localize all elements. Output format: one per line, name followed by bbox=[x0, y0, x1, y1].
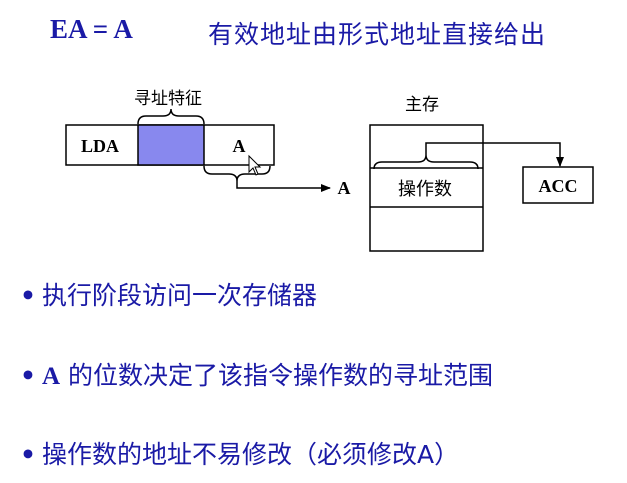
bullet-text: 的位数决定了该指令操作数的寻址范围 bbox=[60, 361, 494, 390]
main-memory-title: 主存 bbox=[405, 95, 439, 115]
bullet-dot: • bbox=[20, 281, 36, 310]
addressing-mode-brace bbox=[137, 108, 205, 125]
bullet-item-1: •执行阶段访问一次存储器 bbox=[20, 276, 317, 312]
operand-to-acc-arrow bbox=[425, 142, 564, 167]
main-memory-box bbox=[369, 124, 484, 252]
opcode-label: LDA bbox=[81, 136, 119, 156]
bullet-dot: • bbox=[20, 361, 36, 390]
mouse-cursor-icon bbox=[248, 154, 262, 176]
accumulator: ACC bbox=[522, 166, 594, 204]
accumulator-label: ACC bbox=[539, 176, 578, 196]
title-description: 有效地址由形式地址直接给出 bbox=[208, 20, 547, 49]
addressing-mode-label: 寻址特征 bbox=[134, 89, 202, 109]
address-brace bbox=[203, 165, 271, 182]
addressing-mode-field bbox=[137, 124, 205, 166]
bullet-item-3: •操作数的地址不易修改（必须修改A） bbox=[20, 435, 459, 471]
main-memory: 主存 操作数 bbox=[369, 95, 564, 252]
address-pointer-label: A bbox=[338, 178, 351, 198]
address-arrow bbox=[236, 181, 331, 192]
bullet-dot: • bbox=[20, 440, 36, 469]
title-formula: EA = A bbox=[50, 14, 133, 44]
address-field-label: A bbox=[233, 136, 246, 156]
accumulator-box bbox=[522, 166, 594, 204]
direct-addressing-diagram: LDA A 寻址特征 A 主存 操作数 ACC bbox=[65, 89, 594, 252]
title-row: EA = A 有效地址由形式地址直接给出 bbox=[0, 0, 627, 60]
address-pointer: A bbox=[203, 165, 351, 198]
operand-cell-label: 操作数 bbox=[398, 179, 452, 200]
bullet-text: 执行阶段访问一次存储器 bbox=[42, 281, 318, 310]
bullet-prefix: A bbox=[42, 363, 61, 390]
operand-brace bbox=[373, 154, 479, 170]
instruction-format: LDA A 寻址特征 bbox=[65, 89, 275, 166]
bullet-item-2: •A 的位数决定了该指令操作数的寻址范围 bbox=[20, 356, 493, 392]
bullet-text: 操作数的地址不易修改（必须修改A） bbox=[42, 440, 460, 469]
